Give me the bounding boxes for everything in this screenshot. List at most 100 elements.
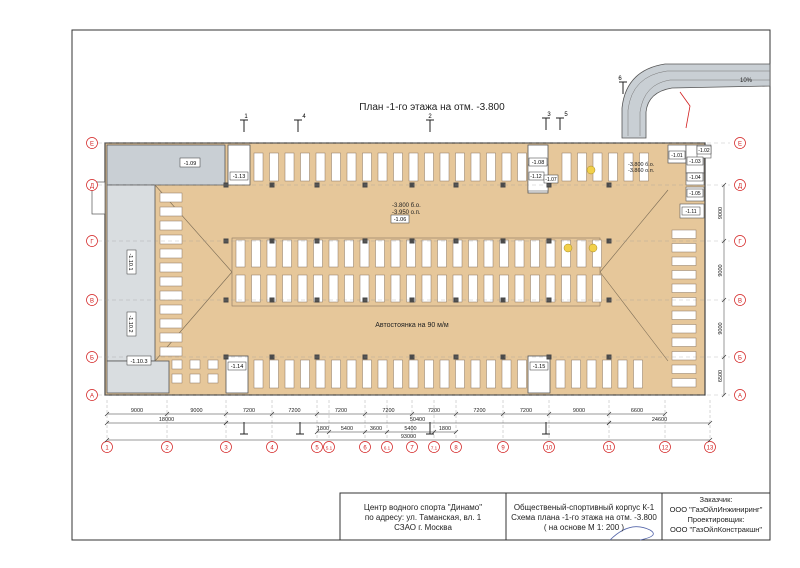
room-1-09 xyxy=(106,144,226,186)
dimension-tick xyxy=(721,182,727,188)
column-axis-label: 8 xyxy=(454,446,458,452)
dimension-tick xyxy=(662,411,668,417)
parking-stall xyxy=(359,239,370,268)
row-axis-marker xyxy=(734,137,746,149)
parking-stall xyxy=(266,239,277,268)
column-axis-marker xyxy=(497,441,509,453)
customer-name: ООО "ГазОйлИнжиниринг" xyxy=(669,505,763,514)
parking-stall xyxy=(362,359,372,389)
dimension-tick xyxy=(362,429,368,435)
dimension-tick xyxy=(606,420,612,426)
ramp-slope-label: 10% xyxy=(740,78,753,84)
parking-stall xyxy=(344,239,354,268)
parking-stall xyxy=(671,324,697,334)
parking-stall xyxy=(253,152,264,182)
room-tag-1-01: -1.01 xyxy=(671,153,683,159)
column-axis-marker xyxy=(311,441,323,453)
room-tags: -1.09 -1.13 -1.06 -1.08 -1.12 -1.07 -1.0… xyxy=(126,145,712,371)
dimension-label: 7200 xyxy=(335,408,347,414)
column-axis-marker xyxy=(704,441,716,453)
column-axis-label: 6 xyxy=(363,446,367,452)
parking-stall xyxy=(393,359,403,389)
dimension-label: 9000 xyxy=(718,207,724,219)
dimension-label: 5400 xyxy=(341,426,353,432)
dimension-label: 1800 xyxy=(439,426,451,432)
room-tag-1-13: -1.13 xyxy=(233,174,246,180)
column xyxy=(409,297,415,303)
parking-stall xyxy=(671,283,697,293)
dimension-tick xyxy=(721,392,727,398)
dimension-tick xyxy=(104,420,110,426)
signature xyxy=(609,526,654,541)
parking-stall xyxy=(159,276,183,287)
parking-stall xyxy=(159,332,183,343)
dimension-tick xyxy=(314,411,320,417)
row-axis-label: Е xyxy=(90,141,94,147)
parking-stall xyxy=(577,152,587,182)
building xyxy=(91,142,712,396)
sheet-name: Схема плана -1-го этажа на отм. -3.800 xyxy=(511,513,657,522)
section-mark-5: 5 xyxy=(564,112,568,118)
column-axis-label: 3 xyxy=(224,446,228,452)
room-tag-1-04: -1.04 xyxy=(689,175,701,181)
parking-stall xyxy=(344,274,354,303)
parking-stall xyxy=(159,206,183,217)
dimension-label: 7200 xyxy=(382,408,394,414)
parking-stall xyxy=(282,274,292,303)
row-axis-marker xyxy=(86,137,98,149)
parking-stall xyxy=(455,152,465,182)
title-block-sheet: Общественый-спортивный корпус К-1 Схема … xyxy=(508,503,660,533)
title-block-project: Центр водного спорта "Динамо" по адресу:… xyxy=(342,503,504,533)
parking-stall xyxy=(159,346,183,357)
column-axis-marker xyxy=(323,441,335,453)
row-axis-label: Б xyxy=(90,355,94,361)
column-axis-label: 5.1 xyxy=(326,446,333,451)
parking-stall xyxy=(315,152,326,182)
parking-stall xyxy=(639,152,649,182)
parking-stall xyxy=(470,152,481,182)
parking-stall xyxy=(671,270,697,280)
parking-stall xyxy=(592,239,602,268)
parking-stall xyxy=(421,239,432,268)
dimension-label: 3600 xyxy=(370,426,382,432)
column-axis-label: 6.1 xyxy=(384,446,391,451)
parking-stall xyxy=(561,152,572,182)
parking-stall xyxy=(159,318,183,329)
column-axis-label: 10 xyxy=(546,446,553,452)
dimension-tick xyxy=(362,411,368,417)
parking-stall xyxy=(671,351,697,361)
central-parking-island xyxy=(231,237,601,307)
project-name: Центр водного спорта "Динамо" xyxy=(363,503,483,512)
plan-title: План -1-го этажа на отм. -3.800 xyxy=(359,102,505,113)
column xyxy=(500,354,506,360)
dimension-label: 9000 xyxy=(131,408,143,414)
row-axis-label: Г xyxy=(90,239,94,245)
row-axis-marker xyxy=(734,351,746,363)
dimension-tick xyxy=(431,429,437,435)
parking-stall xyxy=(377,152,388,182)
parking-stall xyxy=(517,359,527,389)
parking-stall xyxy=(284,359,295,389)
parking-stall xyxy=(671,256,697,266)
parking-stall xyxy=(159,220,183,231)
parking-stall xyxy=(328,274,339,303)
parking-stall xyxy=(671,243,697,253)
room-tag-1-12: -1.12 xyxy=(530,174,542,180)
parking-stall xyxy=(592,274,602,303)
parking-stall xyxy=(315,359,326,389)
parking-stall xyxy=(514,274,525,303)
row-axis-label: А xyxy=(738,393,742,399)
row-axis-marker xyxy=(734,294,746,306)
parking-stall xyxy=(576,239,587,268)
parking-stall xyxy=(159,262,183,273)
parking-stall xyxy=(393,152,403,182)
parking-stall xyxy=(468,239,478,268)
parking-stall xyxy=(297,239,308,268)
parking-stall xyxy=(377,359,388,389)
dimension-tick xyxy=(223,420,229,426)
row-axis-marker xyxy=(86,179,98,191)
column xyxy=(409,238,415,244)
parking-stall xyxy=(421,274,432,303)
